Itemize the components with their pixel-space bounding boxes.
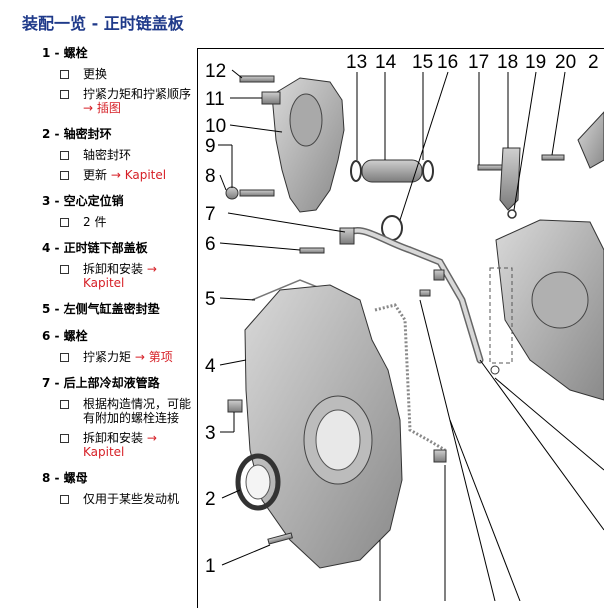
callout-number: 1	[205, 556, 216, 577]
note-text: 2 件	[83, 215, 107, 229]
callout-number: 17	[468, 52, 489, 73]
part-item: 3 - 空心定位销 2 件	[42, 192, 194, 229]
callout-number: 2	[588, 52, 599, 73]
part-item: 8 - 螺母仅用于某些发动机	[42, 469, 194, 506]
square-bullet-icon	[60, 70, 69, 79]
part-heading: 1 - 螺栓	[42, 46, 88, 60]
callout-number: 16	[437, 52, 458, 73]
part-heading: 3 - 空心定位销	[42, 194, 124, 208]
dashed-pipe-route	[374, 303, 446, 452]
part-heading: 5 - 左侧气缸盖密封垫	[42, 302, 160, 316]
note-text: 拆卸和安装	[83, 431, 144, 445]
fitting-18-part	[499, 147, 521, 211]
square-bullet-icon	[60, 90, 69, 99]
seal-15-part	[422, 160, 434, 182]
part-note: 更换	[42, 67, 194, 81]
shaft-seal-2-part	[235, 453, 281, 511]
square-bullet-icon	[60, 400, 69, 409]
right-cover-hole	[531, 271, 589, 329]
callout-number: 20	[555, 52, 576, 73]
part-item: 7 - 后上部冷却液管路根据构造情况，可能有附加的螺栓连接拆卸和安装 → Kap…	[42, 374, 194, 459]
part-note: 轴密封环	[42, 148, 194, 162]
reference-link[interactable]: → Kapitel	[107, 168, 167, 182]
note-text: 仅用于某些发动机	[83, 492, 180, 506]
callout-number: 19	[525, 52, 546, 73]
part-heading: 4 - 正时链下部盖板	[42, 241, 148, 255]
part-note: 2 件	[42, 215, 194, 229]
part-item: 2 - 轴密封环轴密封环更新 → Kapitel	[42, 125, 194, 182]
note-text: 更换	[83, 67, 108, 81]
part-note: 拧紧力矩 → 第项	[42, 350, 194, 364]
note-text: 轴密封环	[83, 148, 132, 162]
part-note: 拧紧力矩和拧紧顺序 → 插图	[42, 87, 194, 115]
note-text: 拧紧力矩和拧紧顺序	[83, 87, 192, 101]
pipe-flange-part	[339, 227, 355, 245]
note-text: 拧紧力矩	[83, 350, 132, 364]
dowel-3-part	[227, 399, 243, 413]
page-title: 装配一览 - 正时链盖板	[22, 14, 184, 33]
callout-number: 18	[497, 52, 518, 73]
square-bullet-icon	[60, 151, 69, 160]
callout-number: 7	[205, 204, 216, 225]
callout-number: 6	[205, 234, 216, 255]
bracket-right-part	[577, 111, 604, 169]
diagram-frame	[197, 48, 604, 608]
reference-link[interactable]: → 插图	[83, 101, 121, 115]
callout-number: 15	[412, 52, 433, 73]
nut-8-part	[225, 186, 239, 200]
square-bullet-icon	[60, 495, 69, 504]
square-bullet-icon	[60, 434, 69, 443]
note-text: 拆卸和安装	[83, 262, 144, 276]
square-bullet-icon	[60, 353, 69, 362]
bolt-20-part	[541, 154, 565, 161]
callout-number: 9	[205, 136, 216, 157]
bolt-17-part	[477, 164, 505, 171]
callout-number: 2	[205, 489, 216, 510]
part-note: 拆卸和安装 → Kapitel	[42, 431, 194, 459]
callout-number: 12	[205, 61, 226, 82]
bolt-12-part	[239, 75, 275, 83]
washer-19-part	[507, 209, 517, 219]
reference-link[interactable]: → Kapitel	[83, 431, 157, 459]
bolt-1-part	[267, 532, 293, 545]
callout-number: 5	[205, 289, 216, 310]
bracket-11-part	[261, 91, 281, 105]
note-text: 根据构造情况，可能有附加的螺栓连接	[83, 397, 192, 425]
callout-number: 3	[205, 423, 216, 444]
reference-link[interactable]: → Kapitel	[83, 262, 157, 290]
right-dashed-box	[489, 267, 513, 364]
square-bullet-icon	[60, 171, 69, 180]
part-item: 4 - 正时链下部盖板拆卸和安装 → Kapitel	[42, 239, 194, 290]
part-item: 5 - 左侧气缸盖密封垫	[42, 300, 194, 317]
part-heading: 7 - 后上部冷却液管路	[42, 376, 160, 390]
callout-number: 10	[205, 116, 226, 137]
part-note: 更新 → Kapitel	[42, 168, 194, 182]
part-note: 仅用于某些发动机	[42, 492, 194, 506]
leader-lines	[218, 69, 604, 601]
bolt-9-part	[239, 189, 275, 197]
bolt-6-part	[299, 247, 325, 254]
parts-list: 1 - 螺栓更换拧紧力矩和拧紧顺序 → 插图 2 - 轴密封环轴密封环更新 → K…	[42, 44, 194, 516]
part-note: 拆卸和安装 → Kapitel	[42, 262, 194, 290]
callout-number: 4	[205, 356, 216, 377]
part-item: 6 - 螺栓拧紧力矩 → 第项	[42, 327, 194, 364]
callout-number: 8	[205, 166, 216, 187]
square-bullet-icon	[60, 265, 69, 274]
part-item: 1 - 螺栓更换拧紧力矩和拧紧顺序 → 插图	[42, 44, 194, 115]
part-heading: 6 - 螺栓	[42, 329, 88, 343]
part-note: 根据构造情况，可能有附加的螺栓连接	[42, 397, 194, 425]
part-heading: 8 - 螺母	[42, 471, 88, 485]
callout-number: 14	[375, 52, 397, 73]
reference-link[interactable]: → 第项	[131, 350, 173, 364]
upper-cover-hole	[289, 93, 323, 147]
seal-13-part	[350, 160, 362, 182]
callout-number: 13	[346, 52, 367, 73]
callout-number: 11	[205, 89, 225, 110]
part-heading: 2 - 轴密封环	[42, 127, 112, 141]
square-bullet-icon	[60, 218, 69, 227]
note-text: 更新	[83, 168, 108, 182]
